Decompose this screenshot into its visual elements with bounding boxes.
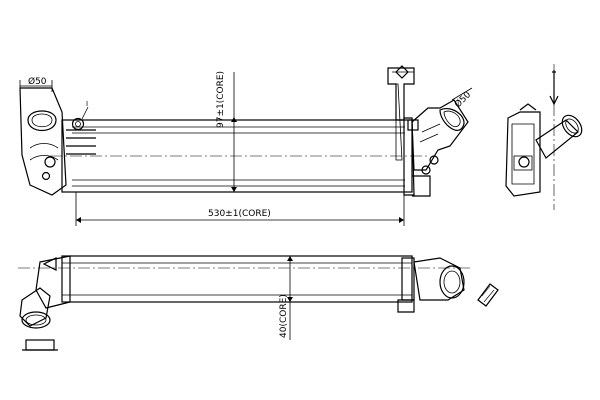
top-left-tank bbox=[35, 255, 71, 309]
core-depth-arrow-top bbox=[287, 256, 293, 261]
right-tank-boss bbox=[421, 165, 431, 175]
right-outlet-tank bbox=[411, 99, 469, 171]
right-tank-lower-flange bbox=[412, 175, 431, 197]
right-tank-boss bbox=[429, 155, 439, 165]
core-height-arrow-bottom bbox=[231, 187, 237, 192]
top-right-bracket bbox=[397, 299, 415, 313]
right-tank-rib bbox=[421, 123, 441, 133]
core-length-arrow-right bbox=[399, 217, 404, 223]
right-mount-bracket bbox=[387, 67, 415, 121]
core-height-label: 97±1(CORE) bbox=[216, 71, 226, 128]
left-inlet-pipe-end bbox=[27, 110, 57, 132]
core-depth-label: 40(CORE) bbox=[279, 294, 289, 338]
core-length-label: 530±1(CORE) bbox=[208, 209, 271, 219]
right-tank-mount-lug bbox=[407, 119, 419, 131]
detail-section-hatch bbox=[481, 285, 491, 297]
left-inlet-pipe-bore bbox=[31, 113, 53, 128]
top-left-pipe-bore bbox=[25, 314, 47, 326]
right-outlet-pipe-end bbox=[439, 108, 465, 131]
right-end-plate bbox=[403, 117, 415, 196]
side-tank-outline bbox=[505, 111, 541, 197]
right-outlet-pipe-bore bbox=[443, 110, 461, 128]
left-tank-outline bbox=[19, 87, 67, 196]
side-tank-top-boss bbox=[519, 103, 537, 111]
side-tank-port bbox=[513, 155, 533, 171]
outlet-diameter-label: Ø50 bbox=[452, 89, 473, 110]
detail-i-sensor-bore bbox=[75, 121, 81, 127]
right-bracket-web bbox=[395, 83, 403, 161]
detail-section-hatch bbox=[483, 289, 495, 303]
outlet-diameter-leader bbox=[451, 87, 473, 101]
top-right-tank bbox=[413, 257, 465, 301]
top-left-clip bbox=[25, 339, 55, 351]
left-tank-rib bbox=[29, 155, 59, 161]
bracket-bolt-head bbox=[395, 65, 409, 79]
core-depth-arrow-bottom bbox=[287, 297, 293, 302]
top-view: 40(CORE) bbox=[18, 255, 499, 351]
top-left-pipe bbox=[19, 287, 51, 327]
detail-section-part bbox=[477, 283, 499, 307]
top-left-tank-boss bbox=[42, 257, 57, 271]
right-tank-rib bbox=[419, 133, 439, 143]
core-height-arrow-top bbox=[231, 117, 237, 122]
top-left-pipe-end bbox=[21, 311, 51, 329]
side-outlet-pipe-bore bbox=[565, 118, 579, 134]
side-view bbox=[505, 64, 583, 210]
top-right-pipe-bore bbox=[443, 270, 461, 294]
core-length-arrow-left bbox=[76, 217, 81, 223]
front-view: I Ø50 97±1(CORE) Ø50 530 bbox=[19, 65, 473, 226]
top-right-pipe-end bbox=[439, 265, 465, 299]
side-outlet-pipe-end bbox=[561, 114, 583, 138]
side-tank-boss bbox=[518, 156, 530, 168]
detail-marker-label: I bbox=[86, 100, 88, 108]
side-tank-inner bbox=[511, 123, 535, 185]
left-tank-boss bbox=[44, 156, 56, 168]
detail-i-sensor-port bbox=[71, 117, 85, 131]
left-tank-rib bbox=[29, 143, 59, 149]
side-outlet-pipe bbox=[535, 119, 579, 159]
top-core-outline bbox=[61, 255, 413, 303]
detail-i-leader-line bbox=[81, 106, 89, 120]
left-tank-boss bbox=[41, 171, 51, 181]
inlet-diameter-label: Ø50 bbox=[28, 76, 47, 87]
